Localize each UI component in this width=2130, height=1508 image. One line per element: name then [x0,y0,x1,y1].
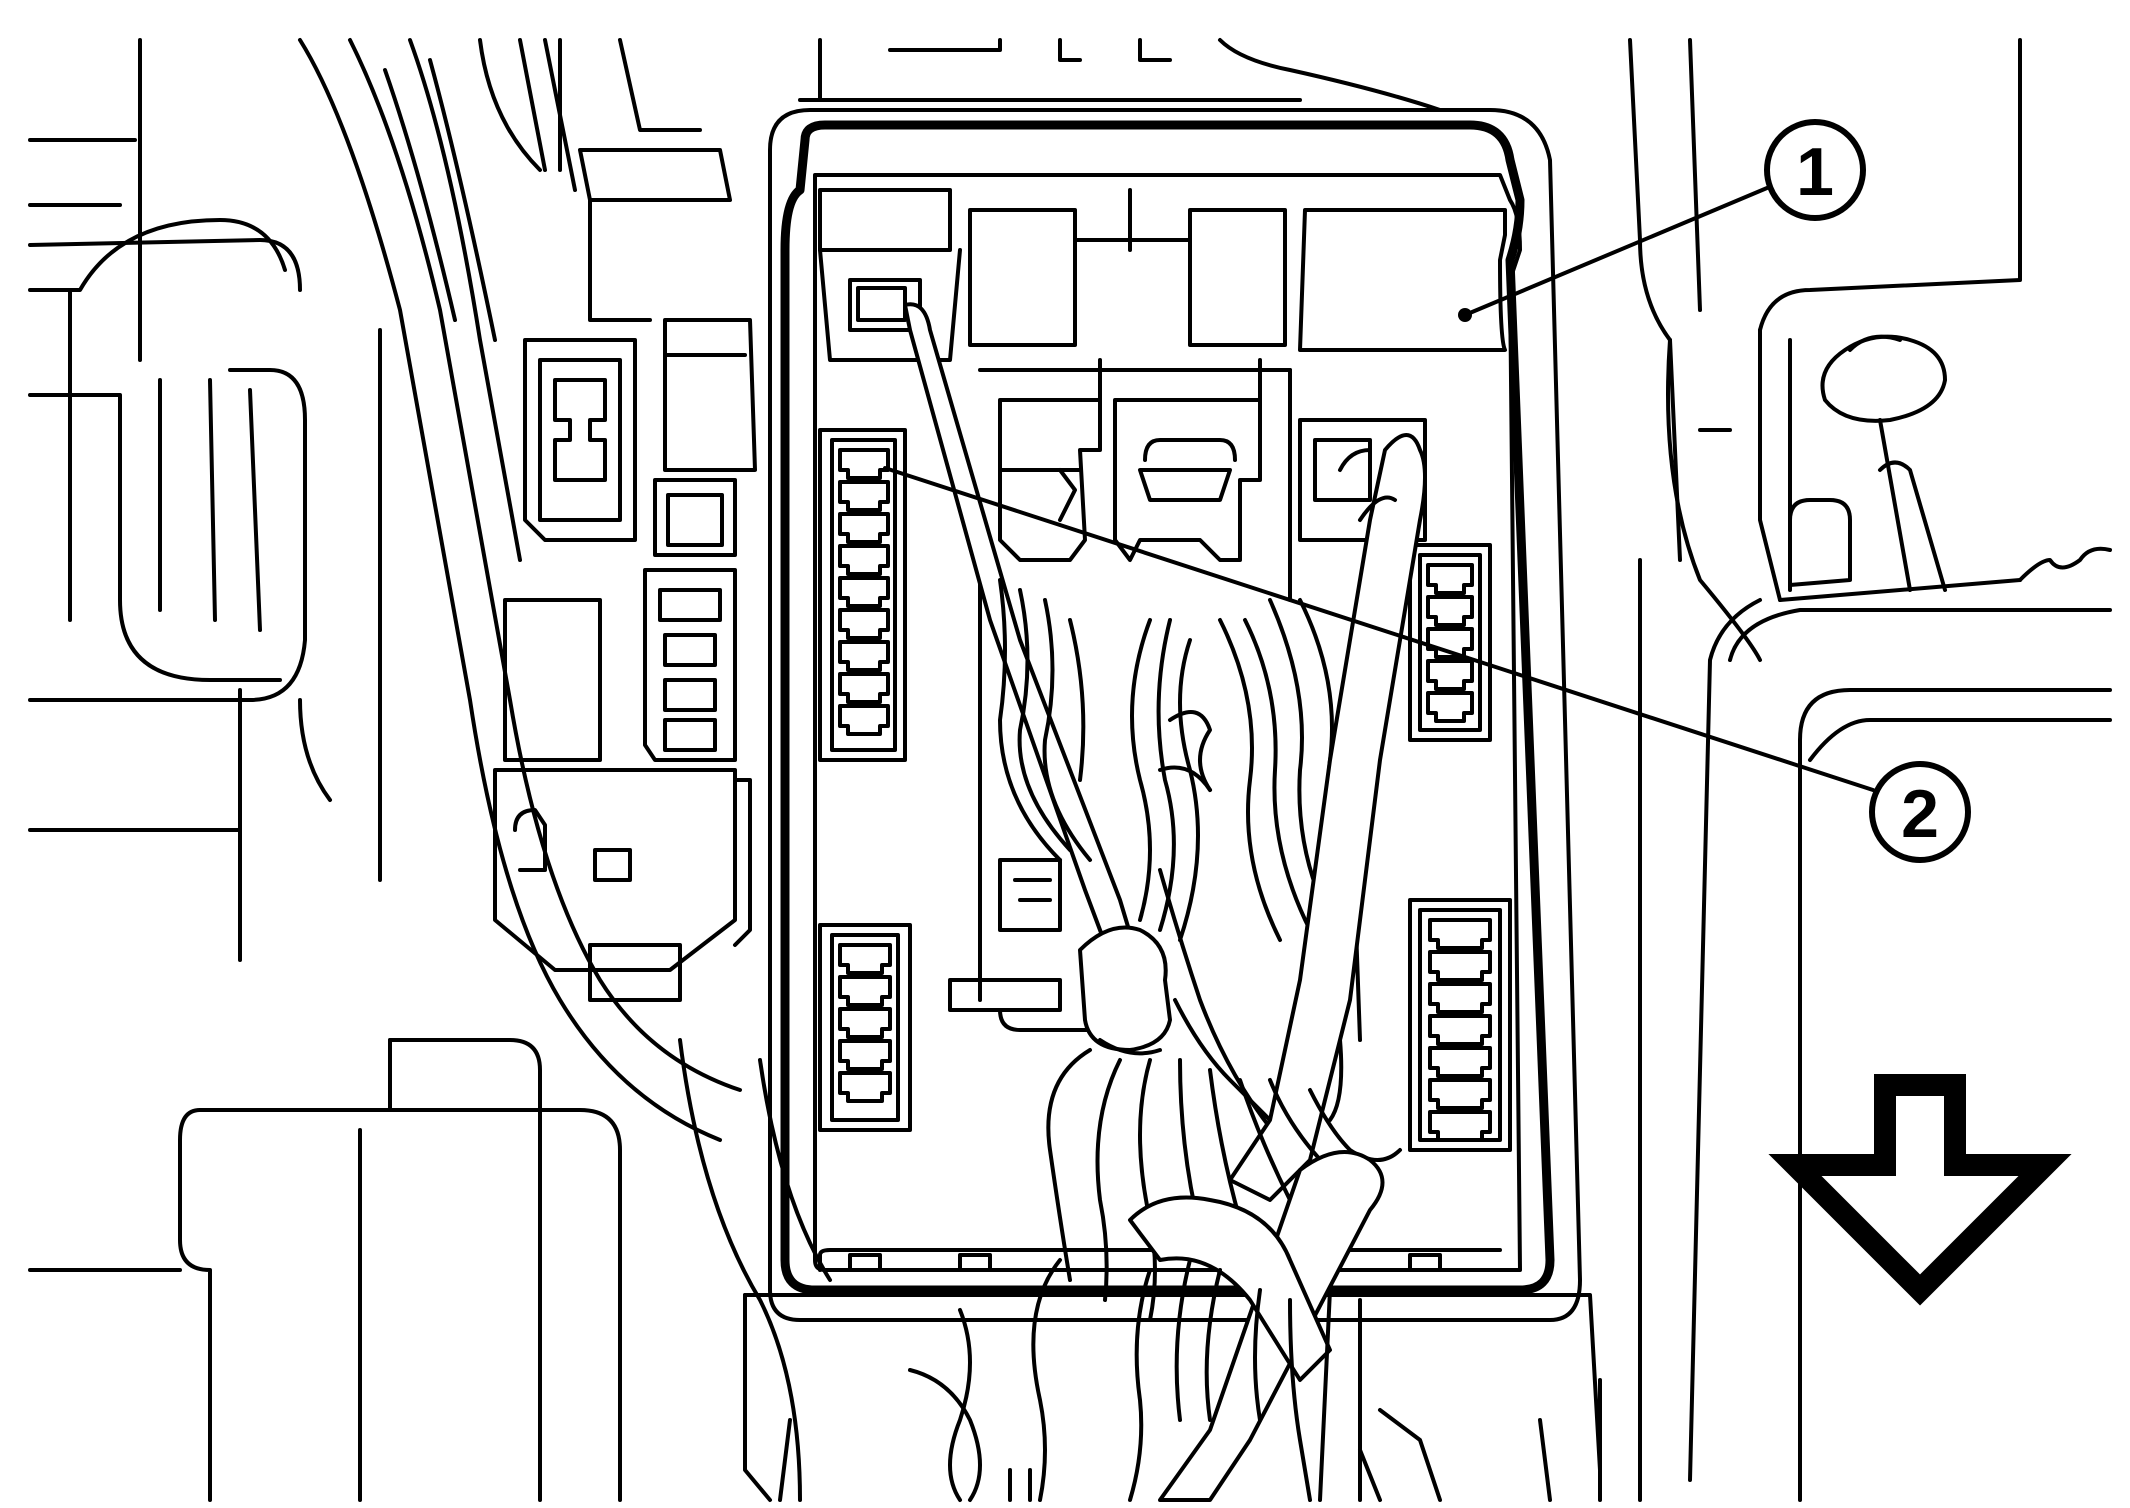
top-bracket [798,38,1442,112]
callout-2-circle [1869,761,1971,863]
fuse-slot [838,480,890,512]
fuse-slot [1428,1110,1492,1142]
left-wiring-harness [298,38,742,1142]
relay-block [493,148,757,1002]
fuse-box-connectors [948,358,1427,1032]
fuse-slot [838,512,890,544]
fuse-slot [838,672,890,704]
fuse-slot [1428,1046,1492,1078]
fuse-row-right-upper [1408,543,1492,742]
fuse-row-left-lower [818,923,912,1132]
down-arrow-icon [1768,1074,2072,1306]
callout-2-label: 2 [1901,776,1939,852]
fuse-row-right-lower [1408,898,1512,1152]
fuse-slot [838,576,890,608]
fuse-slot [838,943,892,975]
fuse-slot [1428,1014,1492,1046]
fuse-box-housing [743,108,1602,1502]
fuse-slot [838,608,890,640]
fuse-slot [1426,595,1474,627]
callout-2: 2 [883,466,1971,863]
fuse-slot [838,640,890,672]
callout-1-circle [1764,119,1866,221]
callout-1: 1 [1458,119,1866,322]
fuse-slot [838,975,892,1007]
fuse-slot [838,448,890,480]
fuse-slot [838,1007,892,1039]
fuse-slot [838,1071,892,1103]
fuse-slot [838,1039,892,1071]
fuse-slot [1426,659,1474,691]
fuse-slot [1428,1078,1492,1110]
fuse-slot [1428,950,1492,982]
fuse-slot [1428,918,1492,950]
left-body-panels [28,38,382,962]
callout-1-label: 1 [1796,134,1834,210]
fuse-row-left [818,428,907,762]
right-body-structure [1598,38,2112,1502]
fuse-slot [1426,691,1474,723]
bottom-left-component [28,1038,832,1502]
fuse-slot [1428,982,1492,1014]
fuse-slot [838,544,890,576]
fuse-slot [1426,563,1474,595]
fuse-slot [838,704,890,736]
